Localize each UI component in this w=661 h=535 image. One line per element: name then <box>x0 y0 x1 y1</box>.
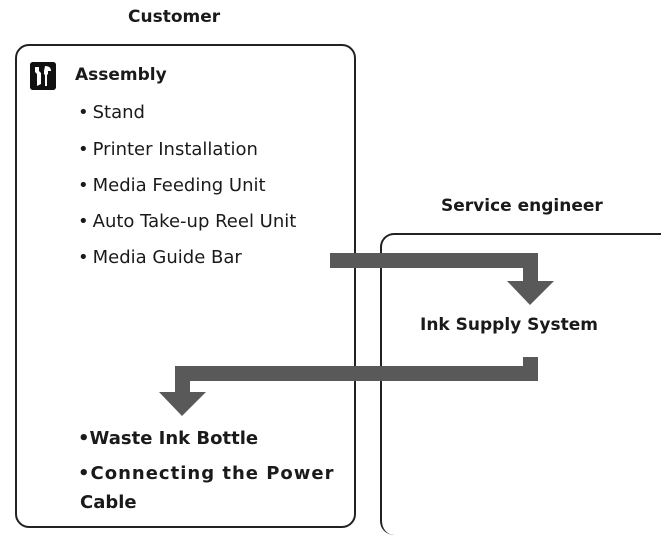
list-item: •Printer Installation <box>78 139 258 160</box>
service-engineer-column-title: Service engineer <box>441 196 603 216</box>
customer-panel <box>15 44 356 528</box>
wrench-screwdriver-icon <box>30 62 56 90</box>
assembly-heading: Assembly <box>75 65 167 85</box>
arrow-to-waste-ink-bottle <box>159 357 538 416</box>
ink-supply-system-step: Ink Supply System <box>420 315 598 335</box>
list-item: •Waste Ink Bottle <box>78 428 259 449</box>
list-item: Cable <box>80 492 137 513</box>
arrow-to-ink-supply <box>330 253 554 305</box>
customer-column-title: Customer <box>128 7 221 27</box>
list-item: •Stand <box>78 102 145 123</box>
list-item: •Connecting the Power <box>78 463 335 484</box>
list-item: •Media Feeding Unit <box>78 175 266 196</box>
list-item: •Auto Take-up Reel Unit <box>78 211 297 232</box>
list-item: •Media Guide Bar <box>78 247 242 268</box>
